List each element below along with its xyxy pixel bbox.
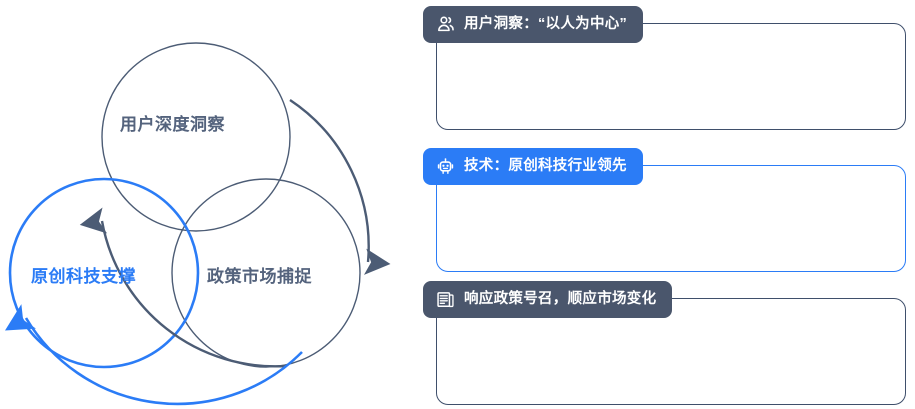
venn-arrow-left xyxy=(5,304,303,406)
card-header[interactable]: 响应政策号召，顺应市场变化 xyxy=(423,281,673,318)
venn-arrow-up xyxy=(79,207,287,368)
venn-diagram-panel: 用户深度洞察 原创科技支撑 政策市场捕捉 xyxy=(0,0,400,409)
card-policy-market[interactable]: 响应政策号召，顺应市场变化 xyxy=(423,281,915,405)
venn-circle-user-insight xyxy=(101,42,291,232)
venn-label-policy-market: 政策市场捕捉 xyxy=(207,267,312,286)
newspaper-icon xyxy=(437,292,454,308)
venn-circle-original-tech xyxy=(8,177,200,369)
card-header-label: 技术：原创科技行业领先 xyxy=(464,158,627,175)
cards-panel: 用户洞察：“以人为中心” 技术：原创科技行业领先 xyxy=(410,0,915,409)
venn-diagram-svg xyxy=(5,42,391,406)
hierarchy-icon xyxy=(701,134,729,157)
venn-label-user-insight: 用户深度洞察 xyxy=(120,115,225,134)
card-header-label: 用户洞察：“以人为中心” xyxy=(464,16,628,33)
venn-arrow-down xyxy=(289,99,391,275)
card-body xyxy=(436,23,906,130)
robot-icon xyxy=(437,158,454,175)
card-user-insight[interactable]: 用户洞察：“以人为中心” xyxy=(423,6,915,130)
users-icon xyxy=(438,16,454,32)
card-technology[interactable]: 技术：原创科技行业领先 xyxy=(423,148,915,272)
card-header[interactable]: 用户洞察：“以人为中心” xyxy=(423,6,644,43)
card-body xyxy=(436,165,906,272)
venn-label-original-tech: 原创科技支撑 xyxy=(31,267,136,286)
card-header[interactable]: 技术：原创科技行业领先 xyxy=(423,148,643,185)
card-header-label: 响应政策号召，顺应市场变化 xyxy=(464,291,657,308)
